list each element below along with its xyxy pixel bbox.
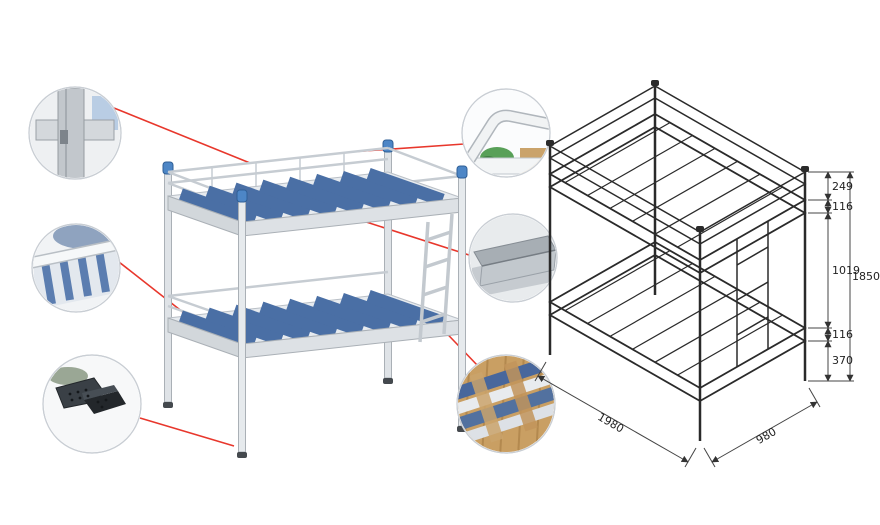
guardrail-bend-image [463, 90, 549, 176]
callout-corner-slat-detail [31, 223, 121, 313]
dim-width: 980 [754, 425, 779, 447]
callout-line-joint [113, 107, 251, 164]
product-photo-bunk-bed [162, 139, 468, 458]
bed-ladder [418, 213, 454, 343]
callout-guardrail-bend-detail [461, 88, 551, 178]
corner-slat-image [33, 225, 119, 311]
wireframe-ladder [736, 221, 769, 367]
wireframe-lower-frame [548, 240, 807, 403]
post-cap-icon [236, 189, 248, 203]
wireframe-guardrails [548, 85, 807, 245]
callout-plastic-foot-detail [42, 354, 142, 454]
dim-guardrail-height: 249 [832, 180, 853, 193]
dim-total-height: 1850 [852, 270, 880, 283]
wireframe-post-caps [546, 80, 809, 232]
lower-bunk-slats [178, 289, 445, 349]
plastic-foot-image [44, 356, 140, 452]
dimension-lines [537, 171, 854, 463]
callout-line-foot [139, 417, 235, 447]
callout-ladder-bracket-detail [468, 213, 558, 303]
dim-bunk-spacing: 1019 [832, 264, 860, 277]
detail-callouts [28, 86, 558, 454]
technical-drawing: 249 116 1019 1850 116 370 1980 980 [534, 80, 880, 468]
callout-frame-joint-detail [28, 86, 122, 180]
bed-feet [163, 378, 467, 458]
wireframe-upper-slats [564, 122, 783, 248]
dim-floor-clearance: 370 [832, 354, 853, 367]
dim-lower-frame-depth: 116 [832, 328, 853, 341]
lower-bunk-platform [167, 289, 463, 359]
callout-woven-slat-detail [456, 354, 556, 454]
callout-lines [113, 107, 479, 447]
post-cap-icon [456, 165, 468, 179]
dim-upper-frame-depth: 116 [832, 200, 853, 213]
frame-joint-image [30, 88, 120, 178]
dim-length: 1980 [595, 410, 626, 435]
wireframe-lower-slats [564, 250, 783, 376]
ladder-bracket-image [470, 215, 556, 301]
wireframe-upper-frame [548, 112, 807, 275]
